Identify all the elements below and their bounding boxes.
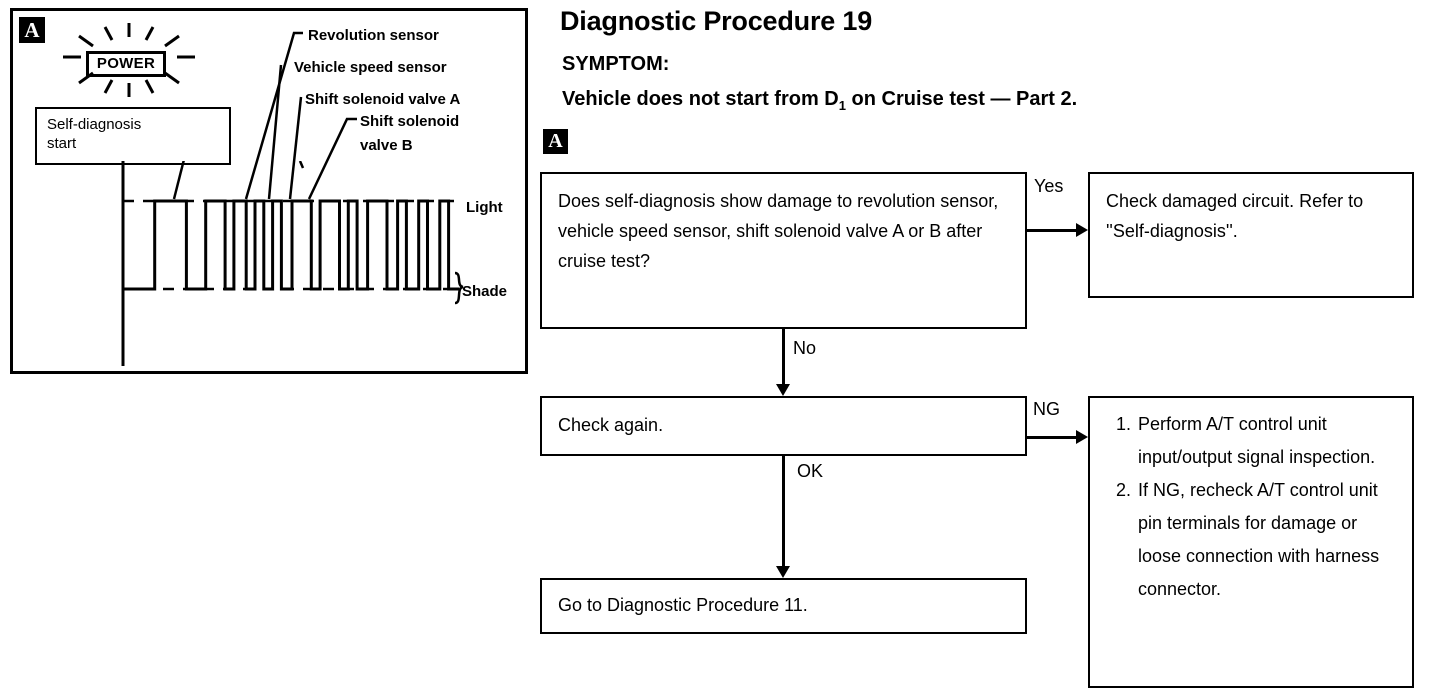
power-lamp-indicator: POWER xyxy=(86,51,166,77)
leader-label-vehicle-speed-sensor: Vehicle speed sensor xyxy=(294,59,447,76)
page-title: Diagnostic Procedure 19 xyxy=(560,6,873,36)
self-diagnosis-start-label: Self-diagnosis start xyxy=(47,116,142,152)
symptom-text-pre: Vehicle does not start from D xyxy=(562,88,839,110)
edge-label-yes: Yes xyxy=(1032,176,1066,197)
leader-label-shift-solenoid-valve-b-line2: valve B xyxy=(360,137,413,154)
symptom-subscript: 1 xyxy=(838,98,846,113)
self-diagnosis-waveform-chart xyxy=(121,161,464,366)
yes-result-box: Check damaged circuit. Refer to ''Self-d… xyxy=(1088,172,1414,298)
check-again-box: Check again. xyxy=(540,396,1027,456)
self-diagnosis-start-box: Self-diagnosis start xyxy=(35,107,231,165)
edge-label-ng: NG xyxy=(1031,399,1062,420)
shade-brace-icon xyxy=(454,271,464,305)
edge-ok-arrow xyxy=(776,566,790,578)
edge-ng-line xyxy=(1027,436,1076,439)
symptom-label: SYMPTOM: xyxy=(562,53,670,75)
yes-result-text: Check damaged circuit. Refer to ''Self-d… xyxy=(1106,191,1364,241)
edge-ok-line xyxy=(782,456,785,566)
leader-label-revolution-sensor: Revolution sensor xyxy=(308,27,439,44)
leader-label-shift-solenoid-valve-a: Shift solenoid valve A xyxy=(305,91,461,108)
edge-ng-arrow xyxy=(1076,430,1088,444)
edge-label-ok: OK xyxy=(795,461,826,482)
badge-a-illustration: A xyxy=(19,17,45,43)
badge-a-flowchart: A xyxy=(543,129,568,154)
ng-result-box: Perform A/T control unit input/output si… xyxy=(1088,396,1414,688)
illustration-panel: A POWER Self-diagnosis start Revolution … xyxy=(10,8,528,374)
goto-procedure-text: Go to Diagnostic Procedure 11. xyxy=(558,595,808,615)
edge-yes-arrow xyxy=(1076,223,1088,237)
waveform-level-label-light: Light xyxy=(466,199,503,216)
goto-procedure-box: Go to Diagnostic Procedure 11. xyxy=(540,578,1027,634)
check-again-text: Check again. xyxy=(558,415,664,435)
symptom-text-post: on Cruise test — Part 2. xyxy=(845,88,1078,110)
edge-label-no: No xyxy=(791,338,819,359)
edge-yes-line xyxy=(1027,229,1076,232)
question-box: Does self-diagnosis show damage to revol… xyxy=(540,172,1027,329)
edge-no-line xyxy=(782,329,785,384)
symptom-text: Vehicle does not start from D1 on Cruise… xyxy=(562,88,1077,113)
ng-result-list: Perform A/T control unit input/output si… xyxy=(1090,408,1412,606)
list-item: If NG, recheck A/T control unit pin term… xyxy=(1136,474,1402,606)
waveform-level-label-shade: Shade xyxy=(462,283,508,300)
power-lamp-rays-icon xyxy=(63,23,195,97)
leader-label-shift-solenoid-valve-b-line1: Shift solenoid xyxy=(360,113,460,130)
edge-no-arrow xyxy=(776,384,790,396)
list-item: Perform A/T control unit input/output si… xyxy=(1136,408,1402,474)
waveform-trace xyxy=(123,199,460,291)
question-box-text: Does self-diagnosis show damage to revol… xyxy=(558,191,999,271)
